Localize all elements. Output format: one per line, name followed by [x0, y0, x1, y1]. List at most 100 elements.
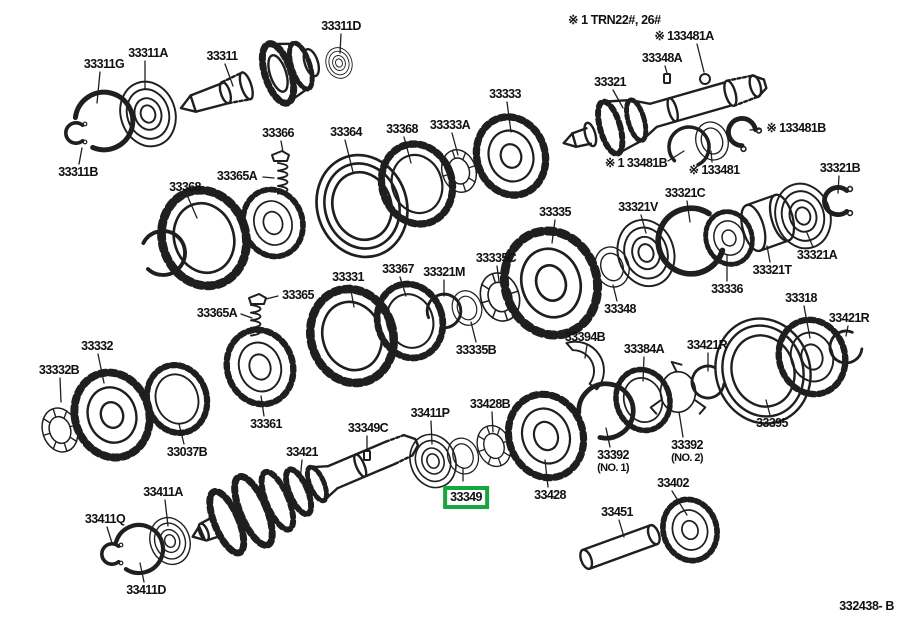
part-label-33394B[interactable]: 33394B: [564, 330, 606, 344]
part-33311D-bearing: [321, 43, 357, 83]
part-label-133481[interactable]: ※ 133481: [688, 163, 740, 177]
part-33333-gear: [466, 108, 555, 204]
part-label-33451[interactable]: 33451: [601, 505, 633, 519]
part-label-33428B[interactable]: 33428B: [469, 397, 511, 411]
part-33349C-pin: [363, 450, 371, 461]
leader-line: [97, 353, 105, 384]
leader-line: [470, 321, 477, 343]
leader-line: [265, 295, 279, 300]
part-label-33332B[interactable]: 33332B: [38, 363, 80, 377]
part-label-33411Q[interactable]: 33411Q: [84, 512, 126, 526]
part-label-33311A[interactable]: 33311A: [128, 46, 168, 60]
part-label-33402[interactable]: 33402: [657, 476, 689, 490]
part-label-33349C[interactable]: 33349C: [347, 421, 389, 435]
part-33451-pin: [579, 523, 661, 571]
part-label-33421R[interactable]: 33421R: [828, 311, 870, 325]
part-label-133481B[interactable]: ※ 1 33481B: [604, 156, 668, 170]
part-33321V-bearing: [608, 211, 684, 295]
leader-line: [403, 136, 412, 164]
leader-line: [224, 63, 234, 87]
leader-line: [260, 395, 265, 417]
part-label-33348A[interactable]: 33348A: [641, 51, 683, 65]
part-label-33311D[interactable]: 33311D: [321, 19, 361, 33]
leader-line: [544, 459, 549, 488]
part-33368-ring-mid: [371, 135, 463, 234]
part-label-33428[interactable]: 33428: [534, 488, 566, 502]
leader-line: [186, 194, 198, 219]
part-label-33318[interactable]: 33318: [785, 291, 817, 305]
part-label-33331[interactable]: 33331: [332, 270, 364, 284]
part-label-33411D[interactable]: 33411D: [126, 583, 166, 597]
part-label-33321T[interactable]: 33321T: [752, 263, 792, 277]
leader-line: [678, 411, 684, 438]
part-label-33361[interactable]: 33361: [250, 417, 282, 431]
part-label-33333A[interactable]: 33333A: [429, 118, 471, 132]
model-applicability-note: ※ 1 TRN22#, 26#: [568, 13, 661, 27]
part-label-33411A[interactable]: 33411A: [143, 485, 183, 499]
leader-line: [551, 219, 556, 244]
leader-line: [430, 420, 433, 445]
leader-line: [178, 423, 185, 445]
part-label-33037B[interactable]: 33037B: [166, 445, 208, 459]
leader-line: [164, 499, 169, 527]
leader-line: [59, 377, 62, 403]
part-label-highlighted-33349[interactable]: 33349: [443, 486, 489, 509]
leader-line: [686, 200, 691, 223]
part-label-33332[interactable]: 33332: [81, 339, 113, 353]
leader-line: [349, 284, 355, 308]
part-33395-sleeve: [714, 317, 812, 425]
part-label-33348[interactable]: 33348: [604, 302, 636, 316]
part-label-33421[interactable]: 33421: [286, 445, 318, 459]
part-label-33421R[interactable]: 33421R: [686, 338, 728, 352]
part-label-133481B[interactable]: ※ 133481B: [766, 121, 826, 135]
part-label-33335[interactable]: 33335: [539, 205, 571, 219]
leader-line: [667, 150, 685, 162]
leader-line: [262, 176, 275, 179]
leader-line: [339, 33, 342, 54]
part-label-33311B[interactable]: 33311B: [58, 165, 98, 179]
leader-line: [642, 356, 645, 382]
leader-line: [491, 411, 494, 433]
part-label-33368[interactable]: 33368: [386, 122, 418, 136]
leader-line: [299, 459, 303, 482]
part-label-133481A[interactable]: ※ 133481A: [654, 29, 714, 43]
part-33421R-snap-ring-left: [684, 360, 729, 406]
part-label-33321B[interactable]: 33321B: [819, 161, 861, 175]
part-label-33321M[interactable]: 33321M: [423, 265, 465, 279]
leader-line: [766, 245, 771, 263]
part-label-33335B[interactable]: 33335B: [455, 343, 497, 357]
part-label-33395[interactable]: 33395: [756, 416, 788, 430]
part-label-33321V[interactable]: 33321V: [618, 200, 658, 214]
part-label-33365[interactable]: 33365: [282, 288, 314, 302]
leader-line: [710, 150, 713, 163]
part-label-33364[interactable]: 33364: [330, 125, 362, 139]
part-label-33311G[interactable]: 33311G: [83, 57, 125, 71]
part-label-33335C[interactable]: 33335C: [475, 251, 517, 265]
part-33365-key: [247, 292, 268, 306]
part-label-33411P[interactable]: 33411P: [410, 406, 450, 420]
leader-line: [749, 128, 762, 131]
part-label-33368[interactable]: 33368: [169, 180, 201, 194]
part-33411Q-e-ring: [100, 541, 125, 567]
part-33394B-thrust-washer: [565, 340, 605, 391]
part-label-33333[interactable]: 33333: [489, 87, 521, 101]
part-label-33367[interactable]: 33367: [382, 262, 414, 276]
part-label-33366[interactable]: 33366: [262, 126, 294, 140]
part-label-33321A[interactable]: 33321A: [796, 248, 838, 262]
leader-line: [240, 313, 253, 319]
part-label-33365A[interactable]: 33365A: [196, 306, 238, 320]
part-33421-countershaft: [191, 433, 420, 557]
part-label-33392[interactable]: 33392(NO. 2): [671, 438, 703, 465]
part-label-33392[interactable]: 33392(NO. 1): [597, 448, 629, 475]
part-33361-hub: [217, 321, 303, 413]
part-label-33311[interactable]: 33311: [206, 49, 238, 63]
part-label-33321[interactable]: 33321: [594, 75, 626, 89]
part-33332-gear: [64, 363, 161, 468]
part-label-33321C[interactable]: 33321C: [664, 186, 706, 200]
part-label-33336[interactable]: 33336: [711, 282, 743, 296]
leader-line: [640, 214, 647, 234]
part-label-33365A[interactable]: 33365A: [216, 169, 258, 183]
leader-line: [696, 43, 705, 73]
part-label-33384A[interactable]: 33384A: [623, 342, 665, 356]
